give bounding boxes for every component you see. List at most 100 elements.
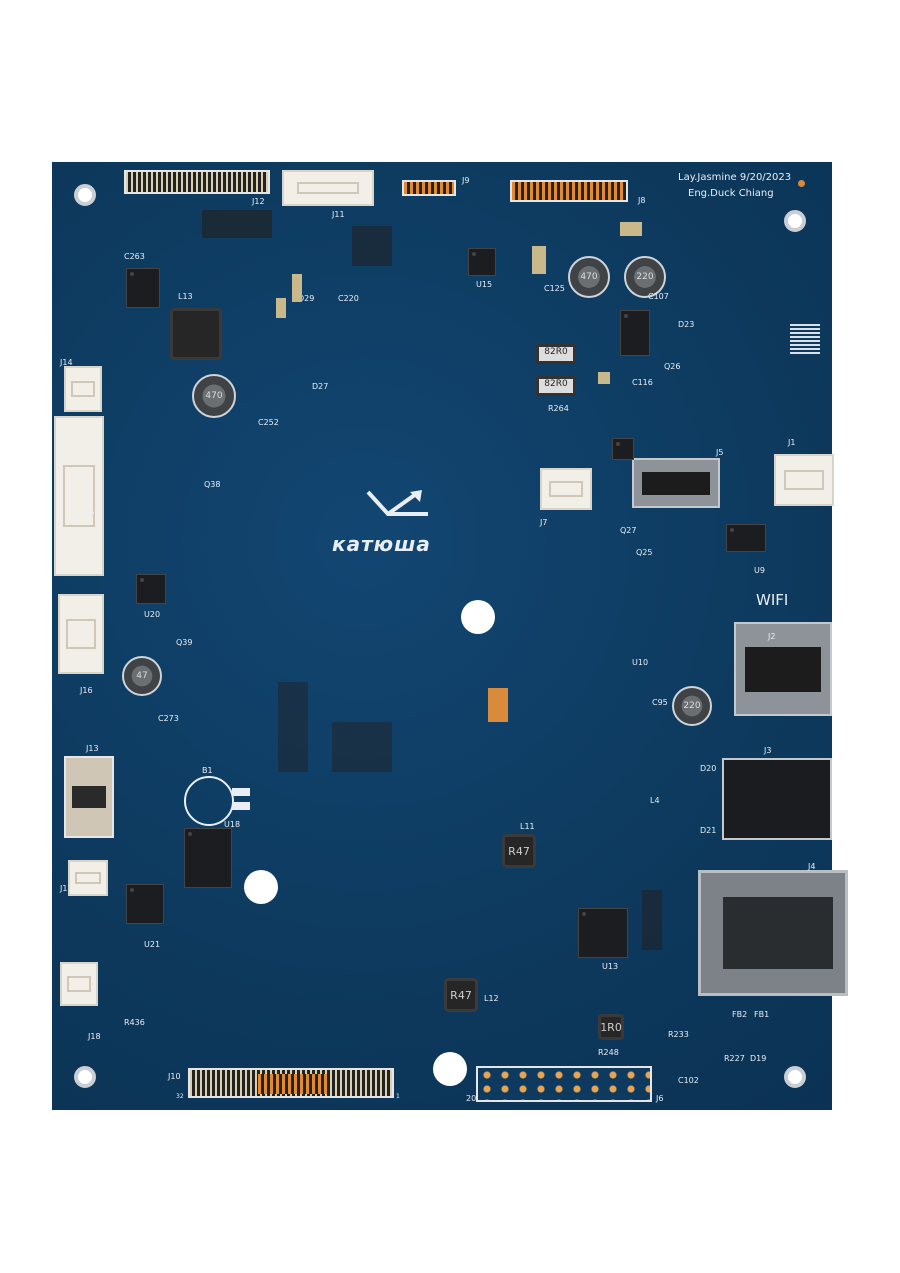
label-c273: C273 xyxy=(158,714,179,723)
connector-j17[interactable] xyxy=(68,860,108,896)
label-l13: L13 xyxy=(178,292,193,301)
usb-a-port-j2[interactable] xyxy=(734,622,832,716)
label-l11: L11 xyxy=(520,822,535,831)
label-j11: J11 xyxy=(332,210,345,219)
label-j17: J17 xyxy=(60,884,73,893)
label-u10: U10 xyxy=(632,658,649,667)
connector-j18[interactable] xyxy=(60,962,98,1006)
logo-text: катюша xyxy=(332,532,431,556)
mounting-hole xyxy=(74,1066,96,1088)
ic-u20 xyxy=(136,574,166,604)
label-u18: U18 xyxy=(224,820,241,829)
label-q26: Q26 xyxy=(664,362,681,371)
inductor-l12: R47 xyxy=(444,978,478,1012)
test-pad xyxy=(488,688,508,722)
buzzer-b1-outline xyxy=(184,776,234,826)
label-d23: D23 xyxy=(678,320,695,329)
smd-part xyxy=(598,372,610,384)
buzzer-pad xyxy=(232,802,250,810)
cap-marking: 220 xyxy=(636,272,654,282)
capacitor-c107: 220 xyxy=(624,256,666,298)
fiducial-dot xyxy=(433,1052,467,1086)
label-l12: L12 xyxy=(484,994,499,1003)
connector-j13[interactable] xyxy=(64,756,114,838)
smd-part xyxy=(620,222,642,236)
resistor-marking: 82R0 xyxy=(544,347,568,357)
label-u9: U9 xyxy=(754,566,765,575)
katyusha-logo: катюша xyxy=(330,488,460,558)
datamatrix-code xyxy=(790,324,820,354)
label-c125: C125 xyxy=(544,284,565,293)
ic-q26-area xyxy=(612,438,634,460)
connector-j8[interactable] xyxy=(510,180,628,202)
regulator-q26 xyxy=(620,310,650,356)
credit-line-1: Lay.Jasmine 9/20/2023 xyxy=(678,172,792,183)
label-j1: J1 xyxy=(788,438,796,447)
pin-header-j6[interactable] xyxy=(476,1066,652,1102)
fpc-connector-j12[interactable] xyxy=(124,170,270,194)
inductor-marking: 1R0 xyxy=(600,1020,622,1034)
fiducial-dot xyxy=(461,600,495,634)
label-r227: R227 xyxy=(724,1054,745,1063)
label-c263: C263 xyxy=(124,252,145,261)
label-j6: J6 xyxy=(656,1094,664,1103)
pcb-board: Lay.Jasmine 9/20/2023 Eng.Duck Chiang ка… xyxy=(52,162,848,1110)
inductor-l13 xyxy=(170,308,222,360)
label-fb2: FB2 xyxy=(732,1010,748,1019)
smd-part xyxy=(532,246,546,274)
pin-number: 1 xyxy=(396,1093,400,1100)
label-r233: R233 xyxy=(668,1030,689,1039)
ethernet-port-j4[interactable] xyxy=(698,870,848,996)
label-j9: J9 xyxy=(462,176,470,185)
smd-cluster xyxy=(278,682,308,772)
label-u20: U20 xyxy=(144,610,161,619)
credit-line-2: Eng.Duck Chiang xyxy=(688,188,774,199)
wifi-label: WIFI xyxy=(756,591,789,609)
resistor-marking: 82R0 xyxy=(544,379,568,389)
connector-j14[interactable] xyxy=(64,366,102,412)
connector-j16[interactable] xyxy=(58,594,104,674)
inductor-marking: R47 xyxy=(508,844,530,858)
mounting-hole xyxy=(784,210,806,232)
smd-part xyxy=(276,298,286,318)
j10-pins xyxy=(258,1074,328,1094)
connector-j11[interactable] xyxy=(282,170,374,206)
label-c102: C102 xyxy=(678,1076,699,1085)
orange-marker xyxy=(798,180,805,187)
connector-j15[interactable] xyxy=(54,416,104,576)
cap-marking: 220 xyxy=(683,701,701,711)
ic-u15 xyxy=(468,248,496,276)
mosfet-q42 xyxy=(126,268,160,308)
usb-port-j3[interactable] xyxy=(722,758,832,840)
ic-u21 xyxy=(126,884,164,924)
usb-a-port-j5[interactable] xyxy=(632,458,720,508)
capacitor-c252: 470 xyxy=(192,374,236,418)
label-q38: Q38 xyxy=(204,480,221,489)
label-j13: J13 xyxy=(86,744,99,753)
logo-arrow-icon xyxy=(366,490,428,516)
connector-j1[interactable] xyxy=(774,454,834,506)
label-fb1: FB1 xyxy=(754,1010,770,1019)
inductor-marking: R47 xyxy=(450,988,472,1002)
connector-j9[interactable] xyxy=(402,180,456,196)
cap-marking: 47 xyxy=(136,671,148,681)
label-d29: D29 xyxy=(298,294,315,303)
mounting-hole xyxy=(74,184,96,206)
label-b1: B1 xyxy=(202,766,213,775)
label-d19: D19 xyxy=(750,1054,767,1063)
label-c252: C252 xyxy=(258,418,279,427)
label-r248: R248 xyxy=(598,1048,619,1057)
label-q27: Q27 xyxy=(620,526,637,535)
label-j16: J16 xyxy=(80,686,93,695)
inductor-l11: R47 xyxy=(502,834,536,868)
smd-cluster xyxy=(332,722,392,772)
label-j2: J2 xyxy=(768,632,776,641)
resistor-82r0: 82R0 xyxy=(536,344,576,364)
label-c116: C116 xyxy=(632,378,653,387)
connector-j7[interactable] xyxy=(540,468,592,510)
label-j3: J3 xyxy=(764,746,772,755)
label-r436: R436 xyxy=(124,1018,145,1027)
fiducial-dot xyxy=(244,870,278,904)
label-c107: C107 xyxy=(648,292,669,301)
label-d21: D21 xyxy=(700,826,717,835)
